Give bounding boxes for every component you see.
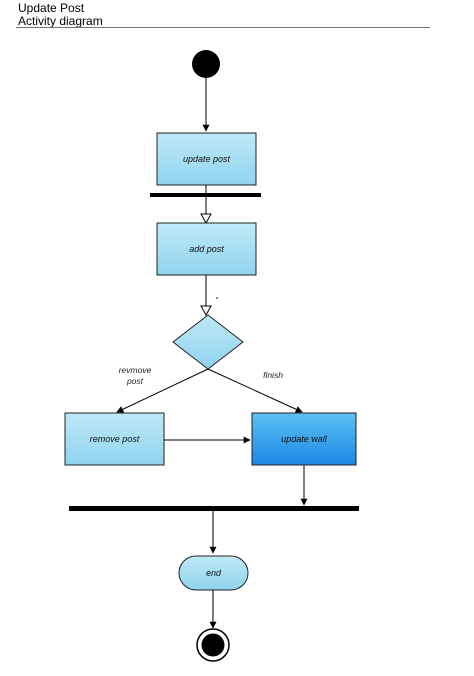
action-update-wall: update wall [251,412,357,466]
action-add-post-label: add post [189,244,224,254]
hollow-arrowhead [200,213,212,225]
action-remove-post-label: remove post [90,434,140,444]
initial-node [192,50,220,78]
guard-finish: finish [263,370,283,380]
action-end-label: end [206,568,222,578]
action-remove-post: remove post [64,412,165,466]
action-add-post: add post [156,222,257,276]
action-update-post-label: update post [183,154,231,164]
decision-node [172,314,244,370]
hollow-arrowhead [200,305,212,317]
action-end: end [178,555,249,591]
diagram-title: Update Post [18,1,85,15]
final-node [196,628,230,662]
stray-dot [216,297,218,299]
diagram-subtitle: Activity diagram [18,14,103,28]
join-bar [69,506,359,511]
edge-decision-to-update-wall [207,368,303,413]
guard-remove-post-line1: revmove [119,365,152,375]
fork-bar [150,193,261,197]
action-update-wall-label: update wall [281,434,328,444]
diagram-header: Update Post Activity diagram [18,2,430,28]
guard-remove-post-line2: post [126,376,144,386]
edge-decision-to-remove-post [116,368,209,413]
action-update-post: update post [156,132,257,186]
header-divider [16,27,430,28]
